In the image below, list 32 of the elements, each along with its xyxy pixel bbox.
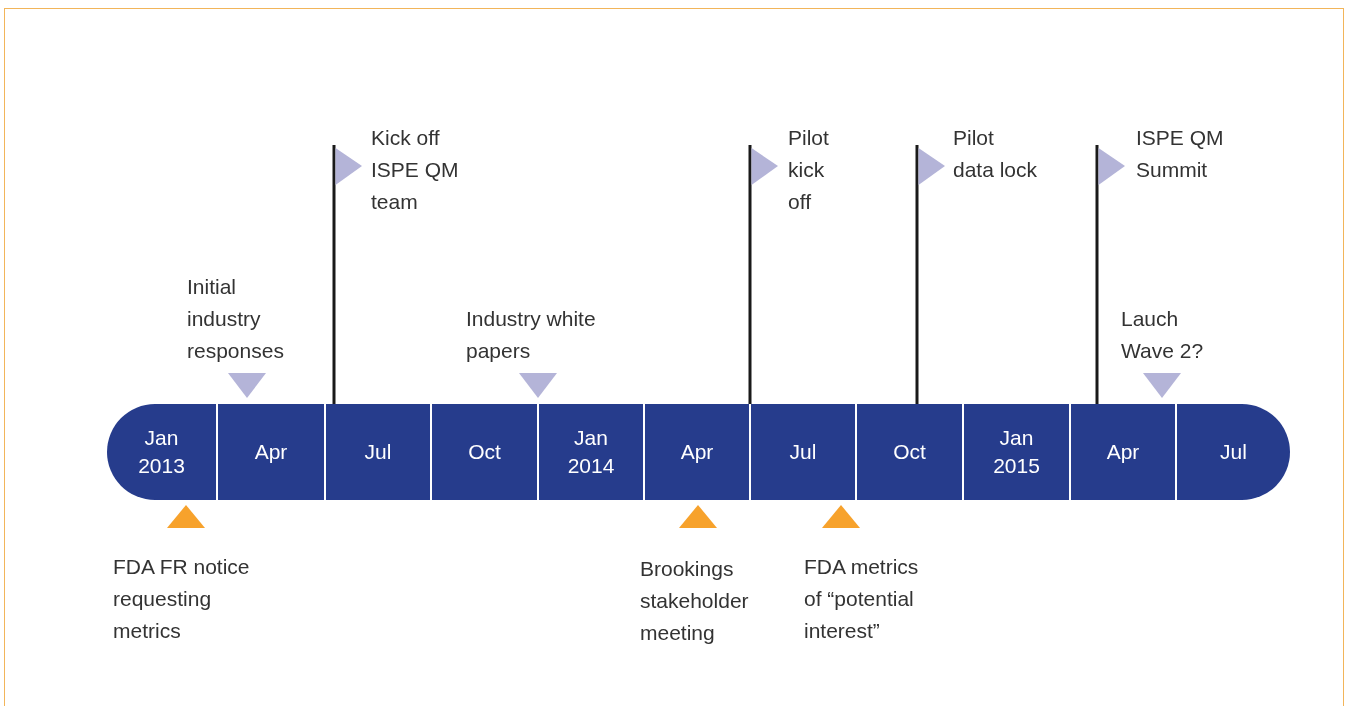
timeline-segment	[107, 404, 216, 500]
timeline-segment	[751, 404, 855, 500]
milestone-label: ISPE QM Summit	[1136, 125, 1224, 183]
month-label: Jan 2014	[567, 425, 615, 479]
milestone-label: FDA metrics of “potential interest”	[804, 554, 919, 644]
timeline-segment	[645, 404, 749, 500]
milestone-label: Brookings stakeholder meeting	[640, 556, 749, 646]
month-label: Oct	[893, 439, 926, 465]
timeline-segment	[218, 404, 324, 500]
milestone-label: Kick off ISPE QM team	[371, 125, 459, 215]
timeline-segment	[857, 404, 962, 500]
month-label: Apr	[1106, 439, 1140, 465]
month-label: Jan 2013	[138, 425, 185, 479]
timeline-segment	[326, 404, 430, 500]
timeline-segment	[964, 404, 1069, 500]
month-label: Jul	[364, 439, 392, 465]
timeline-segment	[1071, 404, 1175, 500]
milestone-label: Initial industry responses	[187, 274, 284, 364]
timeline-segment	[539, 404, 643, 500]
month-label: Oct	[468, 439, 501, 465]
milestone-label: Lauch Wave 2?	[1121, 306, 1204, 364]
month-label: Jul	[1220, 439, 1247, 465]
timeline-segment	[1177, 404, 1290, 500]
milestone-label: Industry white papers	[466, 306, 596, 364]
month-label: Apr	[254, 439, 288, 465]
timeline-segment	[432, 404, 537, 500]
month-label: Jan 2015	[993, 425, 1040, 479]
month-label: Apr	[680, 439, 714, 465]
milestone-label: FDA FR notice requesting metrics	[113, 554, 250, 644]
milestone-label: Pilot kick off	[788, 125, 829, 215]
month-label: Jul	[789, 439, 817, 465]
milestone-label: Pilot data lock	[953, 125, 1038, 183]
